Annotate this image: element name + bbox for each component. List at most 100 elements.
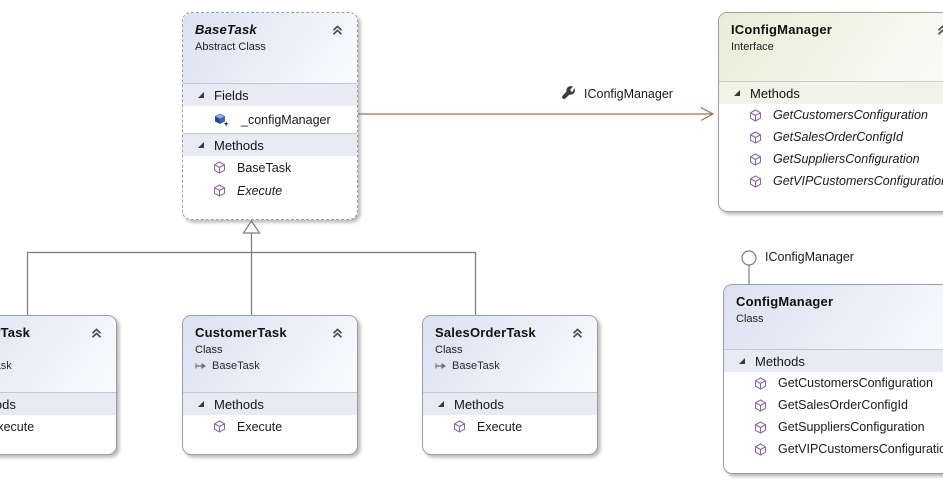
method-row[interactable]: GetVIPCustomersConfiguration	[724, 438, 943, 460]
customertask-header[interactable]: CustomerTask Class BaseTask	[183, 316, 357, 392]
iconfigmanager-header[interactable]: IConfigManager Interface	[719, 13, 943, 81]
class-box-salesordertask[interactable]: SalesOrderTask Class BaseTask Methods	[422, 315, 598, 455]
expander-icon[interactable]	[437, 400, 445, 408]
method-icon	[453, 420, 466, 433]
class-title: SupplierTask	[0, 325, 31, 340]
field-name: _configManager	[241, 112, 331, 127]
methods-compartment-header[interactable]: Methods	[423, 392, 597, 415]
class-box-suppliertask[interactable]: SupplierTask Class BaseTask Methods	[0, 315, 117, 455]
method-row[interactable]: Execute	[0, 415, 116, 438]
class-box-iconfigmanager[interactable]: IConfigManager Interface Methods GetCust…	[718, 12, 943, 212]
methods-header-label: Methods	[755, 353, 805, 369]
suppliertask-header[interactable]: SupplierTask Class BaseTask	[0, 316, 116, 392]
basetask-header[interactable]: BaseTask Abstract Class	[183, 13, 357, 83]
method-name: Execute	[237, 183, 283, 198]
class-title: BaseTask	[195, 22, 257, 37]
method-name: GetVIPCustomersConfiguration	[773, 174, 943, 188]
class-kind: Abstract Class	[195, 41, 266, 53]
class-kind: Class	[736, 313, 764, 325]
class-box-basetask[interactable]: BaseTask Abstract Class Fields	[182, 12, 358, 220]
salesordertask-header[interactable]: SalesOrderTask Class BaseTask	[423, 316, 597, 392]
collapse-chevron-icon[interactable]	[89, 326, 104, 340]
method-icon	[754, 398, 767, 412]
method-row[interactable]: GetCustomersConfiguration	[719, 104, 943, 126]
method-name: BaseTask	[237, 160, 292, 175]
class-title: CustomerTask	[195, 325, 287, 340]
method-row[interactable]: GetSuppliersConfiguration	[724, 416, 943, 438]
method-row[interactable]: GetSalesOrderConfigId	[724, 394, 943, 416]
lollipop-label-text: IConfigManager	[765, 250, 854, 264]
method-name: GetCustomersConfiguration	[778, 376, 933, 390]
method-name: Execute	[0, 419, 35, 434]
collapse-chevron-icon[interactable]	[570, 326, 585, 340]
expander-icon[interactable]	[738, 357, 746, 365]
method-row[interactable]: BaseTask	[183, 156, 357, 179]
method-row[interactable]: GetVIPCustomersConfiguration	[719, 170, 943, 192]
lollipop-connector	[741, 250, 757, 284]
methods-compartment-header[interactable]: Methods	[183, 133, 357, 156]
method-name: GetSuppliersConfiguration	[778, 420, 925, 434]
collapse-chevron-icon[interactable]	[935, 23, 943, 37]
method-row[interactable]: Execute	[423, 415, 597, 438]
class-box-configmanager[interactable]: ConfigManager Class Methods GetCustomers…	[723, 284, 943, 474]
method-row[interactable]: GetSuppliersConfiguration	[719, 148, 943, 170]
class-title: SalesOrderTask	[435, 325, 536, 340]
generalization-triangle[interactable]	[242, 219, 261, 234]
expander-icon[interactable]	[197, 141, 205, 149]
method-icon	[754, 442, 767, 456]
class-title: ConfigManager	[736, 294, 834, 309]
method-row[interactable]: Execute	[183, 415, 357, 438]
methods-header-label: Methods	[0, 396, 16, 412]
method-icon	[213, 161, 226, 174]
method-name: Execute	[237, 419, 283, 434]
inheritance-connector	[26, 219, 477, 315]
collapse-chevron-icon[interactable]	[330, 326, 345, 340]
lollipop-circle[interactable]	[741, 250, 757, 266]
configmanager-header[interactable]: ConfigManager Class	[724, 285, 943, 349]
methods-compartment-header[interactable]: Methods	[0, 392, 116, 415]
association-arrowhead	[700, 106, 715, 122]
base-type-name: BaseTask	[452, 360, 500, 372]
field-row[interactable]: _configManager	[183, 106, 357, 133]
inheritance-lines[interactable]	[26, 233, 477, 315]
interface-kind: Interface	[731, 41, 774, 53]
methods-header-label: Methods	[214, 396, 264, 412]
wrench-icon	[560, 85, 577, 102]
field-icon	[213, 112, 230, 127]
method-icon	[749, 174, 762, 188]
methods-compartment-header[interactable]: Methods	[719, 81, 943, 104]
methods-compartment-header[interactable]: Methods	[183, 392, 357, 415]
class-kind: Class	[195, 344, 223, 356]
inherits-arrow-icon	[195, 360, 207, 372]
base-type-name: BaseTask	[0, 360, 12, 372]
method-icon	[213, 420, 226, 433]
base-type-row: BaseTask	[435, 360, 585, 372]
method-row[interactable]: Execute	[183, 179, 357, 202]
lollipop-label: IConfigManager	[765, 250, 854, 264]
inherits-arrow-icon	[435, 360, 447, 372]
fields-header-label: Fields	[214, 87, 249, 103]
methods-header-label: Methods	[750, 85, 800, 101]
class-kind: Class	[435, 344, 463, 356]
methods-compartment-header[interactable]: Methods	[724, 349, 943, 372]
fields-compartment-header[interactable]: Fields	[183, 83, 357, 106]
association-label: IConfigManager	[560, 85, 673, 102]
class-box-customertask[interactable]: CustomerTask Class BaseTask Methods	[182, 315, 358, 455]
collapse-chevron-icon[interactable]	[330, 23, 345, 37]
method-name: GetVIPCustomersConfiguration	[778, 442, 943, 456]
method-icon	[749, 152, 762, 166]
class-kind: Class	[0, 344, 104, 356]
method-name: GetSuppliersConfiguration	[773, 152, 920, 166]
expander-icon[interactable]	[197, 91, 205, 99]
expander-icon[interactable]	[733, 89, 741, 97]
methods-header-label: Methods	[454, 396, 504, 412]
method-name: GetSalesOrderConfigId	[778, 398, 908, 412]
methods-header-label: Methods	[214, 137, 264, 153]
expander-icon[interactable]	[197, 400, 205, 408]
base-type-row: BaseTask	[195, 360, 345, 372]
method-row[interactable]: GetCustomersConfiguration	[724, 372, 943, 394]
method-row[interactable]: GetSalesOrderConfigId	[719, 126, 943, 148]
association-connector	[358, 106, 715, 122]
interface-title: IConfigManager	[731, 22, 833, 37]
